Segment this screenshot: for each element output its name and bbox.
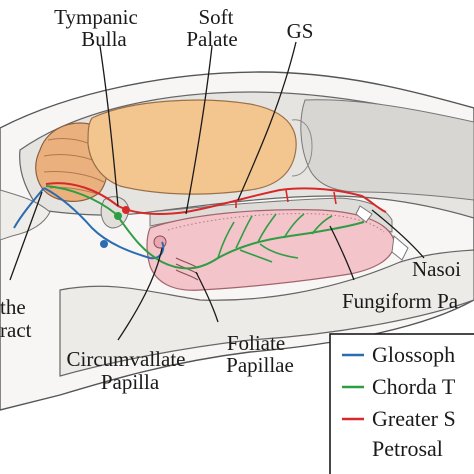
olfactory-bulb	[291, 119, 313, 177]
label-soft-palate-line1: Soft	[198, 5, 233, 29]
legend-label-continuation: Petrosal	[372, 436, 443, 461]
label-tract-line1: the	[0, 295, 26, 319]
greater-superficial-petrosal-nerve	[45, 182, 387, 215]
label-tympanic-bulla-line1: Tympanic	[54, 5, 138, 29]
glossopharyngeal-ganglion	[100, 240, 108, 248]
leader-gs	[237, 41, 297, 201]
label-nasoi: Nasoi	[412, 257, 461, 281]
label-tract-line2: ract	[0, 318, 32, 342]
leader-lines	[9, 41, 425, 341]
leader-soft-palate	[185, 45, 213, 215]
chorda-tympani-branches	[217, 213, 333, 263]
leader-nasoi	[371, 209, 425, 259]
leader-tympanic-bulla	[99, 45, 119, 207]
label-gs: GS	[287, 19, 314, 43]
label-fungiform: Fungiform Pa	[342, 289, 459, 313]
tongue-dorsum-papillae	[167, 213, 385, 233]
legend-box	[329, 333, 474, 474]
lower-jaw	[59, 249, 474, 377]
neck	[0, 189, 51, 241]
leader-circumvallate	[117, 247, 163, 341]
legend-label-glossopharyngeal: Glossoph	[372, 342, 455, 367]
leader-tract	[9, 191, 43, 281]
label-circumvallate-line1: Circumvallate	[67, 347, 186, 371]
legend-label-greater-superficial-petrosal: Greater S	[372, 406, 456, 431]
cerebrum	[87, 99, 297, 195]
nasal-cavity	[300, 99, 474, 201]
leader-foliate	[195, 271, 219, 323]
geniculate-ganglion	[122, 206, 130, 214]
label-foliate-line1: Foliate	[227, 331, 285, 355]
label-tympanic-bulla-line2: Bulla	[81, 27, 127, 51]
chorda-tympani-nerve	[45, 185, 365, 270]
label-foliate-line2: Papillae	[226, 353, 294, 377]
leader-fungiform	[329, 225, 355, 281]
glossopharyngeal-nerve-branch	[13, 187, 45, 229]
cerebellum-folia	[43, 137, 107, 195]
legend: Glossoph Chorda T Greater S Petrosal	[329, 333, 474, 474]
legend-label-chorda-tympani: Chorda T	[372, 374, 456, 399]
incisors	[355, 205, 409, 261]
chorda-tympani-ganglion	[114, 212, 122, 220]
label-circumvallate-line2: Papilla	[101, 370, 160, 394]
label-soft-palate-line2: Palate	[186, 27, 237, 51]
greater-superficial-petrosal-branches	[235, 189, 337, 208]
